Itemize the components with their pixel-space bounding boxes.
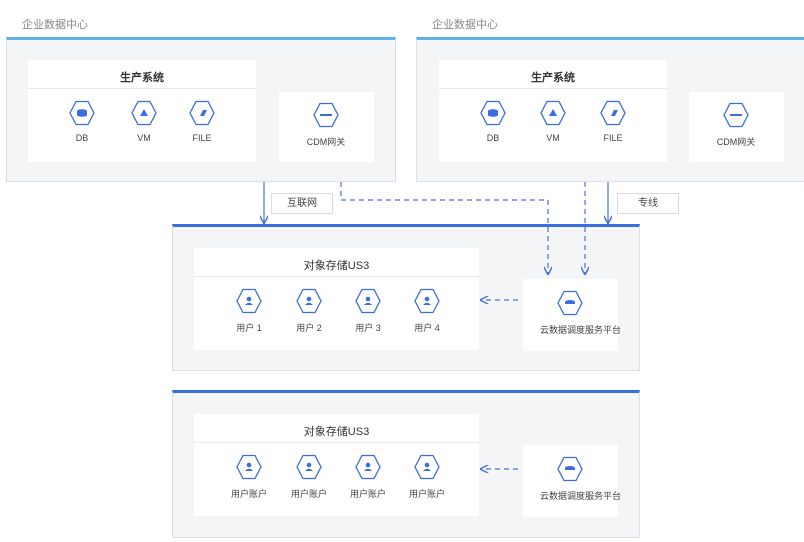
left-vm-label: VM (137, 133, 151, 143)
right-production-title: 生产系统 (531, 72, 575, 84)
user-icon (236, 288, 262, 314)
us3-top-platform-node: 云数据调度服务平台 (540, 290, 622, 336)
user-icon (355, 288, 381, 314)
us3-bottom-user-3-label: 用户账户 (349, 489, 386, 499)
left-cdm-gateway: CDM网关 (279, 92, 374, 162)
platform-icon (557, 456, 583, 482)
right-gateway-label: CDM网关 (716, 137, 756, 147)
left-dc-label: 企业数据中心 (22, 19, 88, 31)
user-icon (236, 454, 262, 480)
right-datacenter: 生产系统 DB VM FILE CDM网关 (416, 37, 804, 182)
us3-top-user-3-label: 用户 3 (355, 323, 381, 333)
right-gateway-node: CDM网关 (706, 102, 766, 148)
file-icon (600, 100, 626, 126)
us3-bottom-platform-card: 云数据调度服务平台 (523, 445, 622, 517)
right-vm-label: VM (546, 133, 560, 143)
us3-bottom-user-1: 用户账户 (219, 454, 279, 500)
left-production-title: 生产系统 (120, 72, 164, 84)
us3-top-user-2: 用户 2 (279, 288, 339, 334)
left-datacenter: 生产系统 DB VM FILE CDM网关 (6, 37, 396, 182)
left-gateway-node: CDM网关 (296, 102, 356, 148)
vm-icon (131, 100, 157, 126)
us3-top-user-1-label: 用户 1 (236, 323, 262, 333)
user-icon (414, 454, 440, 480)
left-file-label: FILE (192, 133, 212, 143)
file-icon (189, 100, 215, 126)
us3-top-user-1: 用户 1 (219, 288, 279, 334)
us3-bottom-platform-node: 云数据调度服务平台 (540, 456, 622, 502)
left-vm-node: VM (114, 100, 174, 143)
left-file-node: FILE (172, 100, 232, 143)
us3-top-user-4: 用户 4 (397, 288, 457, 334)
left-production-system: 生产系统 DB VM FILE (28, 60, 256, 162)
us3-bottom-title: 对象存储US3 (303, 426, 370, 438)
left-gateway-label: CDM网关 (306, 137, 346, 147)
us3-bottom-user-4: 用户账户 (397, 454, 457, 500)
us3-bottom-user-2: 用户账户 (279, 454, 339, 500)
gateway-icon (313, 102, 339, 128)
us3-bottom-user-4-label: 用户账户 (408, 489, 445, 499)
internet-label: 互联网 (271, 193, 333, 214)
us3-bottom-storage-card: 对象存储US3 用户账户 用户账户 用户账户 用户账户 (194, 414, 479, 516)
us3-top-user-4-label: 用户 4 (414, 323, 440, 333)
right-file-node: FILE (583, 100, 643, 143)
us3-top-user-3: 用户 3 (338, 288, 398, 334)
platform-icon (557, 290, 583, 316)
right-vm-node: VM (523, 100, 583, 143)
us3-bottom-divider (194, 442, 479, 443)
us3-top-platform-label: 云数据调度服务平台 (540, 325, 622, 335)
user-icon (414, 288, 440, 314)
us3-bottom-user-1-label: 用户账户 (230, 489, 267, 499)
us3-top-user-2-label: 用户 2 (296, 323, 322, 333)
left-gateway-to-platform-arrow (340, 182, 548, 274)
vm-icon (540, 100, 566, 126)
right-production-system: 生产系统 DB VM FILE (439, 60, 667, 162)
us3-bottom-container: 对象存储US3 用户账户 用户账户 用户账户 用户账户 云数据调度服务平台 (172, 390, 640, 538)
us3-top-storage-card: 对象存储US3 用户 1 用户 2 用户 3 用户 4 (194, 248, 479, 350)
right-file-label: FILE (603, 133, 623, 143)
user-icon (355, 454, 381, 480)
right-db-node: DB (463, 100, 523, 143)
database-icon (480, 100, 506, 126)
user-icon (296, 288, 322, 314)
right-production-divider (439, 88, 667, 89)
us3-bottom-user-3: 用户账户 (338, 454, 398, 500)
gateway-icon (723, 102, 749, 128)
dedicated-line-label: 专线 (617, 193, 679, 214)
us3-top-container: 对象存储US3 用户 1 用户 2 用户 3 用户 4 云数据调度服务平台 (172, 224, 640, 371)
us3-bottom-platform-label: 云数据调度服务平台 (540, 491, 622, 501)
us3-top-title: 对象存储US3 (303, 260, 370, 272)
database-icon (69, 100, 95, 126)
right-db-label: DB (486, 133, 500, 143)
right-dc-label: 企业数据中心 (432, 19, 498, 31)
left-db-node: DB (52, 100, 112, 143)
user-icon (296, 454, 322, 480)
right-cdm-gateway: CDM网关 (689, 92, 784, 162)
us3-top-platform-card: 云数据调度服务平台 (523, 279, 622, 351)
left-production-divider (28, 88, 256, 89)
us3-bottom-user-2-label: 用户账户 (290, 489, 327, 499)
left-db-label: DB (75, 133, 89, 143)
us3-top-divider (194, 276, 479, 277)
